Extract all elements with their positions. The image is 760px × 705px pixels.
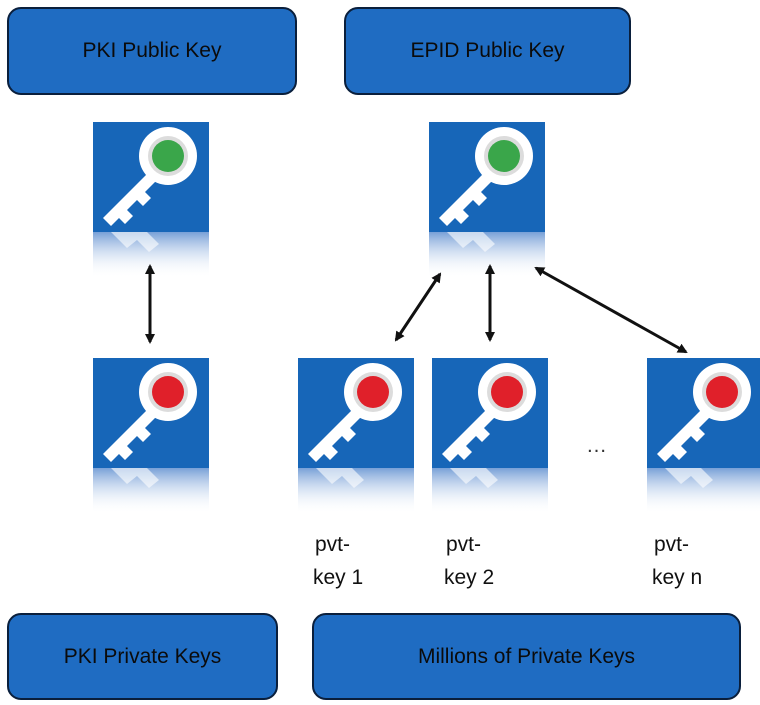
pvt-key-n-line2: key n	[652, 566, 703, 589]
pvt-key-1-label: pvt- key 1	[313, 528, 393, 594]
pvt-key-1-line2: key 1	[313, 566, 364, 589]
pki-public-key-box: PKI Public Key	[7, 7, 297, 95]
pvt-key-1-double-arrow	[394, 272, 442, 342]
millions-private-keys-box: Millions of Private Keys	[312, 613, 741, 700]
public-key-icon	[93, 122, 209, 278]
public-key-icon	[429, 122, 545, 278]
pki-public-key-label: PKI Public Key	[82, 39, 222, 62]
millions-private-keys-label: Millions of Private Keys	[417, 644, 636, 668]
private-key-icon	[432, 358, 548, 514]
pvt-key-2-line2: key 2	[444, 566, 495, 589]
private-key-icon	[647, 358, 760, 514]
pvt-key-n-double-arrow	[534, 266, 688, 354]
epid-public-key-box: EPID Public Key	[344, 7, 631, 95]
pvt-key-n-line1: pvt-	[654, 533, 690, 556]
ellipsis: …	[586, 434, 607, 457]
private-key-icon	[298, 358, 414, 514]
pvt-key-1-line1: pvt-	[315, 533, 351, 556]
epid-public-key-label: EPID Public Key	[410, 39, 565, 62]
pki-private-keys-label: PKI Private Keys	[63, 644, 222, 668]
pki-private-keys-box: PKI Private Keys	[7, 613, 278, 700]
pvt-key-2-label: pvt- key 2	[444, 528, 524, 594]
pvt-key-n-label: pvt- key n	[652, 528, 732, 594]
pvt-key-2-line1: pvt-	[446, 533, 482, 556]
private-key-icon	[93, 358, 209, 514]
